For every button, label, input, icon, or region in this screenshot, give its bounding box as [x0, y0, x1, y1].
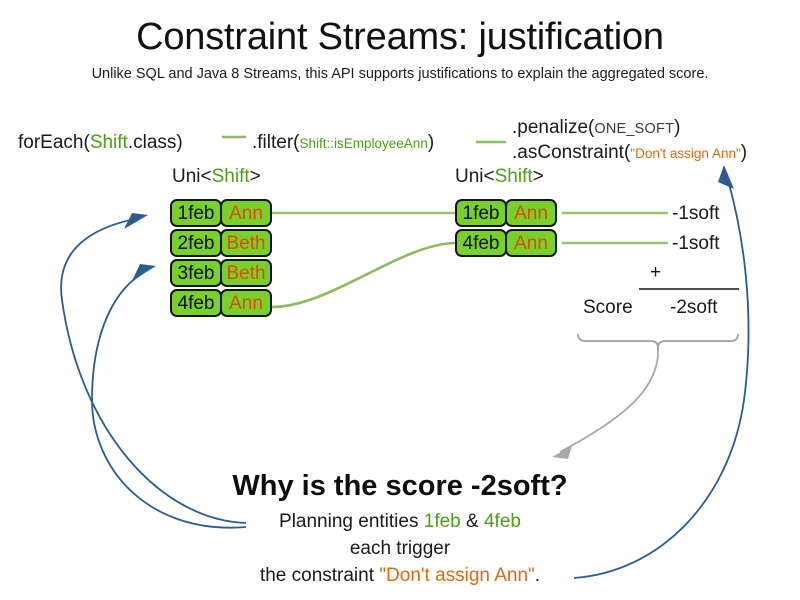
- code-asconstraint-arg: "Don't assign Ann": [630, 146, 741, 161]
- explanation-line-1: Planning entities 1feb & 4feb: [0, 511, 800, 533]
- shift-employee: Ann: [220, 289, 272, 317]
- shift-card[interactable]: 1feb Ann: [170, 199, 272, 227]
- shift-date: 1feb: [170, 199, 222, 227]
- code-asconstraint-prefix: .asConstraint(: [512, 142, 631, 163]
- shift-date: 1feb: [455, 199, 507, 227]
- shift-date: 4feb: [170, 289, 222, 317]
- code-foreach-prefix: forEach(: [18, 132, 90, 153]
- uni-label-left: Uni<Shift>: [172, 166, 261, 188]
- shift-employee: Beth: [220, 229, 272, 257]
- explanation-line1-join: &: [460, 511, 484, 532]
- code-filter-suffix: ): [427, 132, 435, 153]
- penalty-value-1: -1soft: [672, 203, 720, 224]
- explanation-entity-b: 4feb: [483, 511, 521, 532]
- code-foreach-type: Shift: [89, 132, 128, 153]
- code-filter-prefix: .filter(: [252, 132, 300, 153]
- uni-left-suffix: >: [249, 166, 261, 187]
- connector-row4: [271, 241, 456, 309]
- code-penalize: .penalize(ONE_SOFT): [512, 117, 680, 139]
- code-filter-arg: Shift::isEmployeeAnn: [299, 136, 428, 151]
- justification-arrow-constraint-head: [718, 165, 734, 189]
- shift-employee: Ann: [505, 199, 557, 227]
- explanation-constraint-name: "Don't assign Ann": [379, 565, 535, 586]
- explanation-heading: Why is the score -2soft?: [232, 470, 568, 502]
- code-asconstraint: .asConstraint("Don't assign Ann"): [512, 142, 747, 164]
- page-subtitle: Unlike SQL and Java 8 Streams, this API …: [91, 66, 709, 82]
- shift-employee: Ann: [505, 229, 557, 257]
- code-asconstraint-suffix: ): [740, 142, 748, 163]
- code-penalize-suffix: ): [674, 117, 681, 138]
- shift-card[interactable]: 1feb Ann: [455, 199, 557, 227]
- shift-employee: Ann: [220, 199, 272, 227]
- score-brace-arrow-path: [559, 347, 659, 453]
- explanation-line-2: each trigger: [349, 538, 451, 559]
- page-title: Constraint Streams: justification: [136, 16, 664, 58]
- shift-date: 3feb: [170, 259, 222, 287]
- shift-card[interactable]: 2feb Beth: [170, 229, 272, 257]
- explanation-entity-a: 1feb: [423, 511, 461, 532]
- shift-employee: Beth: [220, 259, 272, 287]
- justification-arrow-4feb-head: [132, 264, 156, 281]
- justification-arrow-1feb-head: [124, 213, 148, 229]
- shift-card[interactable]: 3feb Beth: [170, 259, 272, 287]
- code-foreach-suffix: .class): [127, 132, 183, 153]
- shift-card[interactable]: 4feb Ann: [170, 289, 272, 317]
- shift-date: 2feb: [170, 229, 222, 257]
- uni-right-generic: Shift: [494, 166, 533, 187]
- code-penalize-arg: ONE_SOFT: [594, 121, 675, 137]
- code-filter: .filter(Shift::isEmployeeAnn): [252, 132, 434, 154]
- shift-date: 4feb: [455, 229, 507, 257]
- explanation-line3-suffix: .: [534, 565, 541, 586]
- uni-label-right: Uni<Shift>: [455, 166, 544, 188]
- explanation-line3-prefix: the constraint: [259, 565, 380, 586]
- uni-right-prefix: Uni<: [455, 166, 495, 187]
- code-foreach: forEach(Shift.class): [18, 132, 183, 154]
- score-brace: [577, 333, 739, 349]
- shift-card[interactable]: 4feb Ann: [455, 229, 557, 257]
- uni-left-prefix: Uni<: [172, 166, 212, 187]
- sum-rule-line: [639, 288, 739, 290]
- uni-right-suffix: >: [532, 166, 544, 187]
- score-brace-arrowhead: [552, 446, 572, 459]
- explanation-line1-prefix: Planning entities: [279, 511, 424, 532]
- shift-card-list-right: 1feb Ann 4feb Ann: [455, 199, 557, 259]
- sum-operator: +: [650, 262, 662, 283]
- score-total-value: -2soft: [670, 297, 718, 318]
- explanation-line-3: the constraint "Don't assign Ann".: [0, 565, 800, 587]
- code-penalize-prefix: .penalize(: [512, 117, 595, 138]
- uni-left-generic: Shift: [211, 166, 250, 187]
- penalty-value-2: -1soft: [672, 233, 720, 254]
- score-label: Score: [583, 297, 633, 318]
- shift-card-list-left: 1feb Ann 2feb Beth 3feb Beth 4feb Ann: [170, 199, 272, 319]
